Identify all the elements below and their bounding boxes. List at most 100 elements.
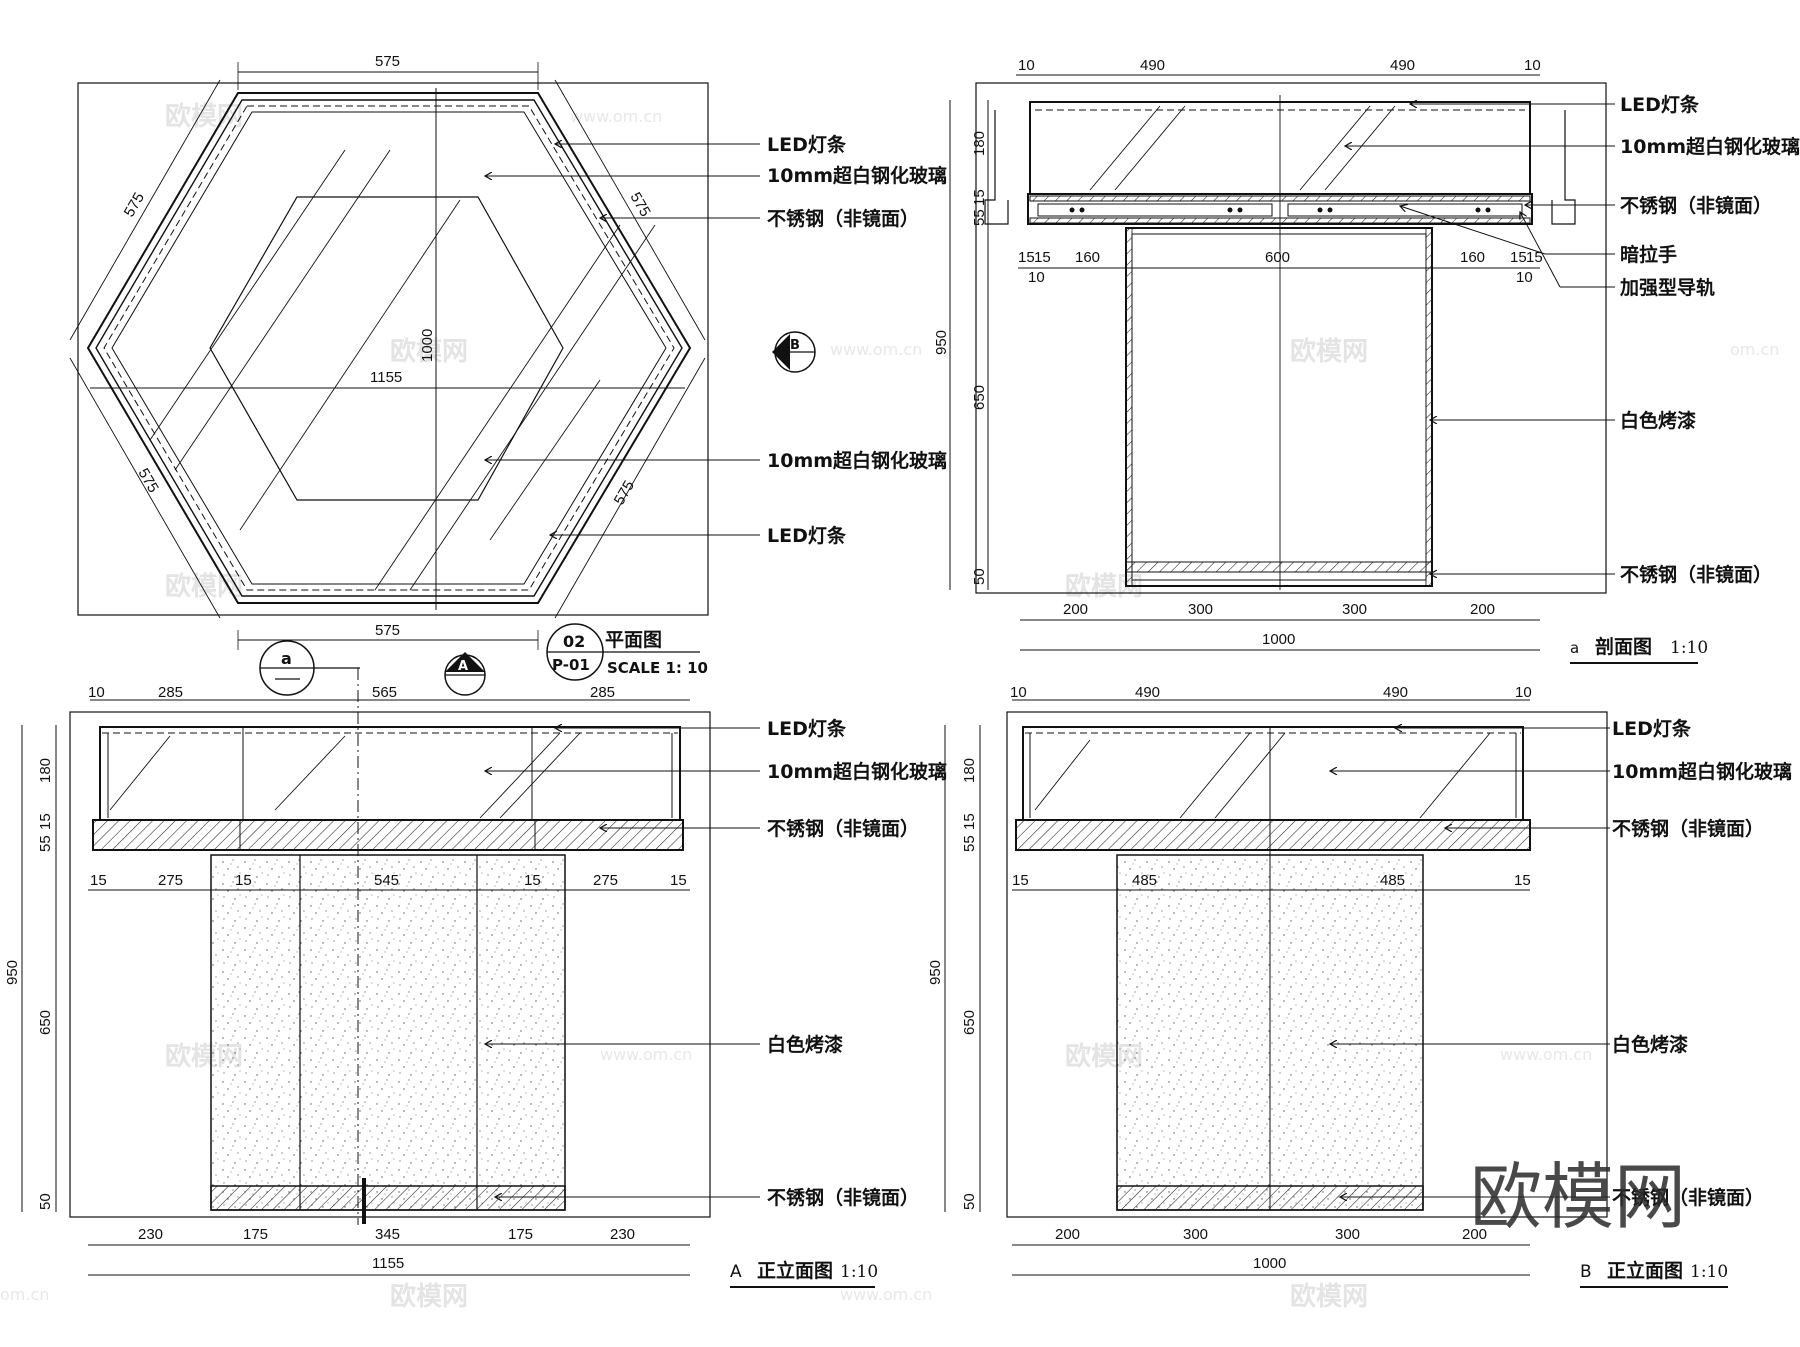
section-dim-m8: 10: [1028, 269, 1045, 286]
elev-a-dim-m7: 15: [670, 872, 687, 889]
elev-b-dim-t2: 490: [1135, 684, 1160, 701]
plan-dim-ur: 575: [627, 190, 654, 220]
elev-a-dim-h50: 50: [37, 1193, 54, 1210]
section-dim-m2: 15: [1034, 249, 1051, 266]
section-label-steel-2: 不锈钢（非镜面）: [1620, 563, 1772, 586]
elev-a-dim-b5: 230: [610, 1226, 635, 1243]
elev-b-label-paint: 白色烤漆: [1612, 1033, 1688, 1056]
section-dim-m9: 10: [1516, 269, 1533, 286]
elev-a-dim-t3: 565: [372, 684, 397, 701]
section-dim-t3: 490: [1390, 57, 1415, 74]
elev-b-dim-h950: 950: [927, 960, 944, 985]
section-dimension-text: 10 490 490 10 180 15 55 950 650 50 15 15…: [933, 57, 1543, 648]
elev-b-dim-t3: 490: [1383, 684, 1408, 701]
elev-b-dimension-text: 10 490 490 10 180 15 55 950 650 50 15 48…: [927, 684, 1532, 1272]
elev-b-dim-m3: 485: [1380, 872, 1405, 889]
plan-leaders: [485, 144, 760, 535]
elev-a-dim-m4: 545: [374, 872, 399, 889]
plan-dim-lr: 575: [611, 478, 638, 508]
elev-a-steel-band: [92, 819, 684, 851]
section-label-handle: 暗拉手: [1620, 243, 1677, 266]
section-dim-m1: 15: [1018, 249, 1035, 266]
section-dim-m7: 15: [1526, 249, 1543, 266]
elev-a-dim-total: 1155: [372, 1255, 404, 1272]
elev-b-dim-h15: 15: [961, 813, 978, 830]
elev-b-dim-m1: 15: [1012, 872, 1029, 889]
plan-label-steel: 不锈钢（非镜面）: [767, 207, 919, 230]
elev-a-dim-m6: 275: [593, 872, 618, 889]
section-title-scale: 1:10: [1670, 638, 1708, 658]
elev-b-label-steel: 不锈钢（非镜面）: [1612, 817, 1764, 840]
elev-a-dim-t4: 285: [590, 684, 615, 701]
plan-label-led: LED灯条: [767, 133, 847, 156]
elev-b-dim-h50: 50: [961, 1193, 978, 1210]
plan-dim-ur-line: [554, 79, 706, 341]
elev-a-dim-b3: 345: [375, 1226, 400, 1243]
section-dim-total: 1000: [1262, 631, 1295, 648]
elev-b-label-led: LED灯条: [1612, 717, 1692, 740]
section-drawer-left: [1037, 203, 1273, 217]
callout-a-label: a: [281, 649, 292, 668]
elev-b-title-block: B 正立面图 1:10: [1580, 1259, 1728, 1288]
elev-b-base-cabinet: [1116, 854, 1424, 1211]
elev-a-steel-plinth: [210, 1185, 566, 1211]
elev-b-steel-plinth: [1116, 1185, 1424, 1211]
elev-a-title-block: A 正立面图 1:10: [730, 1259, 878, 1288]
plan-title-num: 02: [563, 632, 585, 651]
plan-title-sheet: P-01: [552, 656, 590, 674]
plan-dim-ul-line: [69, 79, 221, 341]
section-frame: [975, 82, 1607, 594]
plan-view: [69, 62, 709, 650]
elev-b-dim-b2: 300: [1183, 1226, 1208, 1243]
elev-b-dim-total: 1000: [1253, 1255, 1286, 1272]
elev-b-dim-b4: 200: [1462, 1226, 1487, 1243]
section-dim-b1: 200: [1063, 601, 1088, 618]
elev-a-dim-t2: 285: [158, 684, 183, 701]
plan-dim-ll-line: [69, 357, 221, 619]
callout-b-marker: B: [772, 331, 816, 373]
watermark-url: www.om.cn: [830, 340, 922, 359]
elev-a-label-glass: 10mm超白钢化玻璃: [767, 760, 947, 783]
elev-a-dim-h650: 650: [37, 1010, 54, 1035]
section-dim-b4: 200: [1470, 601, 1495, 618]
plan-dim-ul: 575: [121, 190, 148, 220]
elev-b-frame: [1006, 711, 1608, 1218]
plan-label-led-2: LED灯条: [767, 524, 847, 547]
section-label-led: LED灯条: [1620, 93, 1700, 116]
elev-a-base-cabinet: [210, 854, 566, 1211]
section-dim-m4: 600: [1265, 249, 1290, 266]
elev-a-dim-h55: 55: [37, 835, 54, 852]
elevation-a-view: [21, 668, 711, 1276]
plan-frame: [77, 82, 709, 616]
elev-b-leaders: [1330, 728, 1610, 1197]
elev-a-dim-h950: 950: [4, 960, 21, 985]
elev-b-dim-b3: 300: [1335, 1226, 1360, 1243]
watermark-url: www.om.cn: [570, 107, 662, 126]
plan-dim-depth: 1000: [419, 329, 436, 362]
elev-b-dim-h55: 55: [961, 835, 978, 852]
plan-hexagon-frame: [95, 99, 683, 597]
section-labels: LED灯条 10mm超白钢化玻璃 不锈钢（非镜面） 暗拉手 加强型导轨 白色烤漆…: [1619, 93, 1800, 586]
plan-dim-bottom: 575: [375, 622, 400, 639]
elev-a-dim-h180: 180: [37, 758, 54, 783]
elev-a-glass-box: [99, 726, 681, 821]
elev-a-label-paint: 白色烤漆: [767, 1033, 843, 1056]
watermark-url: www.om.cn: [600, 1045, 692, 1064]
elev-a-leaders: [485, 728, 760, 1197]
watermark-brand: 欧模网: [165, 571, 243, 602]
section-view: [949, 74, 1607, 651]
plan-glass-edge: [111, 111, 667, 585]
section-dim-h55: 55: [971, 209, 988, 226]
section-dim-h180: 180: [971, 131, 988, 156]
section-title-block: a 剖面图 1:10: [1570, 635, 1708, 664]
elev-b-dim-m4: 15: [1514, 872, 1531, 889]
watermark-url: om.cn: [0, 1285, 49, 1304]
callout-A-label: A: [458, 659, 468, 674]
section-dim-m6: 15: [1510, 249, 1527, 266]
section-dim-b2: 300: [1188, 601, 1213, 618]
callout-b-label: B: [790, 338, 800, 353]
elev-a-title-scale: 1:10: [840, 1262, 878, 1282]
plan-dim-width: 1155: [370, 369, 402, 386]
section-title-mark: a: [1570, 639, 1579, 657]
elev-b-dim-b1: 200: [1055, 1226, 1080, 1243]
